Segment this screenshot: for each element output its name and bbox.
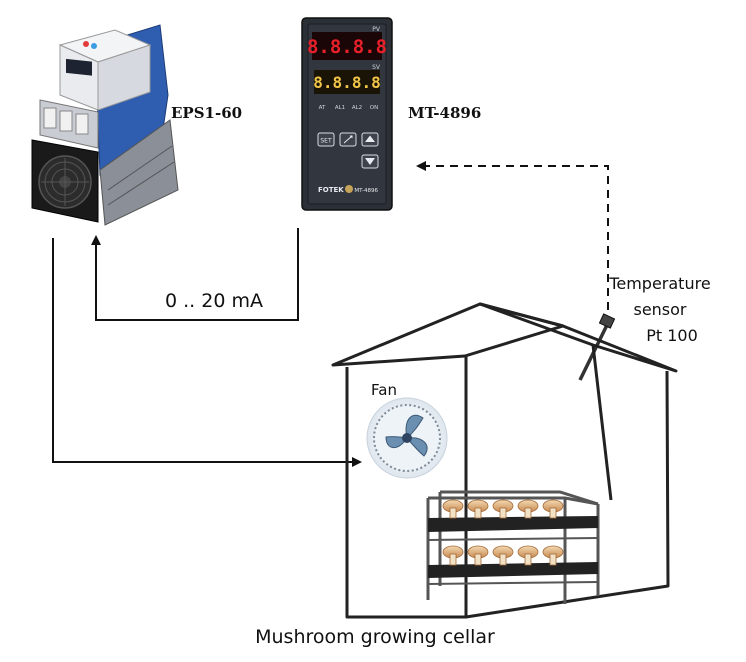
pv-label: PV	[372, 26, 381, 33]
sv-display: 8.8.8.8	[313, 73, 380, 92]
fan-label: Fan	[371, 381, 397, 399]
sensor-label-line2: sensor	[633, 300, 686, 319]
down-button	[361, 154, 379, 169]
indicator-row: AT AL1 AL2 ON	[319, 105, 379, 111]
signal-line	[91, 228, 299, 321]
mushrooms-bottom	[442, 545, 564, 566]
shift-button	[339, 132, 357, 147]
power-line	[52, 238, 362, 467]
indicator-al2: AL2	[352, 105, 362, 111]
sensor-label-line3: Pt 100	[646, 326, 698, 345]
indicator-on: ON	[370, 105, 378, 111]
sensor-feedback-line	[416, 161, 609, 310]
brand-logo-icon	[345, 185, 353, 193]
set-button: SET	[317, 132, 335, 147]
sensor-label-line1: Temperature	[608, 274, 710, 293]
mushroom-rack	[426, 490, 600, 604]
indicator-al1: AL1	[335, 105, 345, 111]
temperature-controller-mt-4896: 8.8.8.8 PV 8.8.8.8 SV AT AL1 AL2 ON SET	[301, 17, 393, 211]
indicator-at: AT	[319, 105, 326, 111]
up-arrow-icon	[365, 135, 375, 142]
controller-brand: FOTEK	[318, 186, 344, 194]
fan-blade-icon	[405, 414, 424, 439]
up-button	[361, 132, 379, 147]
mushrooms-top	[442, 499, 564, 519]
temperature-sensor: Temperature sensor Pt 100	[578, 274, 711, 381]
cellar-caption: Mushroom growing cellar	[255, 626, 495, 648]
signal-label: 0 .. 20 mA	[165, 290, 263, 312]
down-arrow-icon	[365, 158, 375, 165]
power-controller-label: EPS1-60	[171, 104, 242, 122]
svg-text:SET: SET	[320, 138, 332, 145]
cellar-house	[331, 302, 678, 619]
sv-label: SV	[372, 64, 381, 71]
fan: Fan	[366, 381, 448, 479]
controller-panel-model: MT-4896	[354, 188, 378, 194]
temperature-controller-label: MT-4896	[408, 104, 481, 122]
power-controller-eps1-60	[31, 24, 179, 226]
pv-display: 8.8.8.8	[307, 36, 387, 58]
